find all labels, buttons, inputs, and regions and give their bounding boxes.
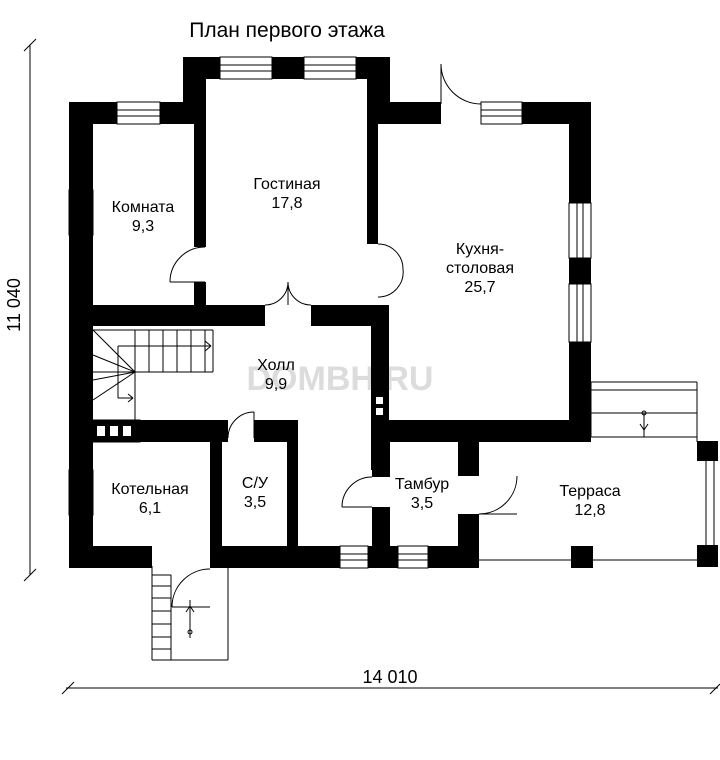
- room-wc-area: 3,5: [244, 494, 266, 511]
- room-boiler-name: Котельная: [111, 481, 188, 498]
- dimension-width: 14 010: [362, 667, 417, 687]
- thin-lines: [92, 329, 715, 661]
- room-kitchen-name: Кухня-: [456, 241, 504, 258]
- room-terrace-area: 12,8: [574, 502, 605, 519]
- windows: [68, 56, 592, 569]
- vent-gap: [90, 390, 389, 443]
- room-hall-area: 9,9: [265, 376, 287, 393]
- room-gostinaya-name: Гостиная: [253, 176, 320, 193]
- walls: [69, 57, 718, 568]
- room-gostinaya-area: 17,8: [271, 195, 302, 212]
- room-komnata-name: Комната: [112, 199, 175, 216]
- dimension-height: 11 040: [4, 278, 24, 332]
- plan-title: План первого этажа: [189, 19, 385, 42]
- room-terrace-name: Терраса: [559, 483, 620, 500]
- room-labels: Комната 9,3 Гостиная 17,8 Кухня- столова…: [111, 176, 621, 519]
- room-tambur-name: Тамбур: [395, 476, 449, 493]
- watermark: DOMBH.RU: [247, 360, 434, 398]
- room-kitchen-name2: столовая: [446, 260, 514, 277]
- room-tambur-area: 3,5: [411, 495, 433, 512]
- room-hall-name: Холл: [257, 357, 295, 374]
- room-komnata-area: 9,3: [132, 218, 154, 235]
- dimension-lines: [23, 38, 720, 695]
- room-kitchen-area: 25,7: [464, 279, 495, 296]
- room-wc-name: С/У: [242, 475, 269, 492]
- vent-squares: [97, 397, 383, 436]
- room-boiler-area: 6,1: [139, 500, 161, 517]
- door-swings: [169, 63, 518, 608]
